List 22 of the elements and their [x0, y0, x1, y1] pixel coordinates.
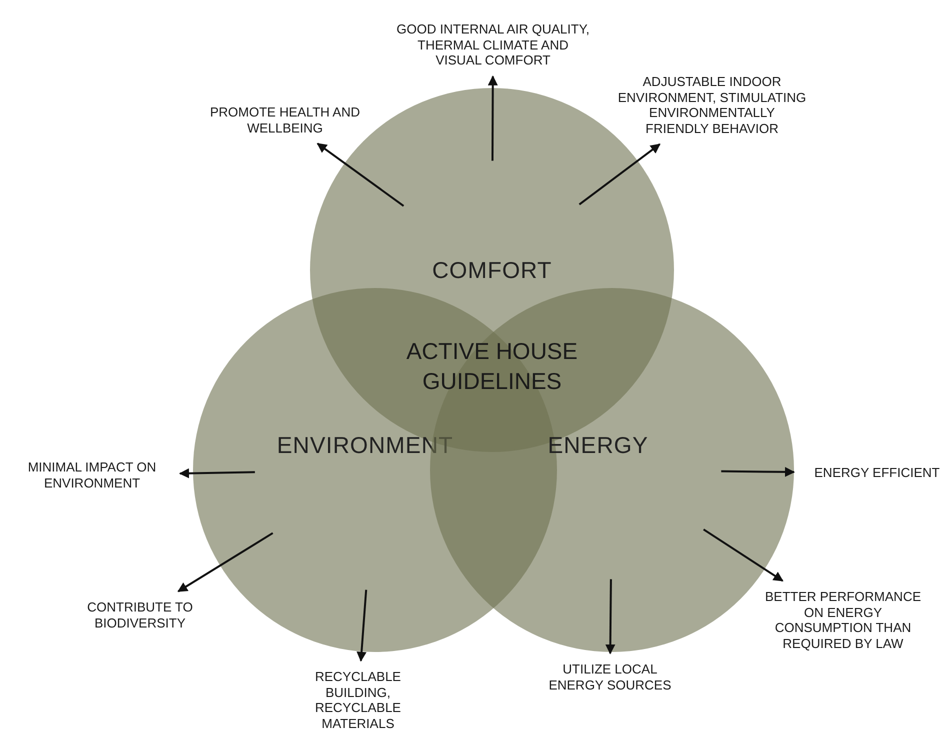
arrow — [578, 143, 661, 206]
guideline-label: PROMOTE HEALTH AND WELLBEING — [210, 104, 360, 136]
circle-label: COMFORT — [432, 256, 552, 285]
guideline-label: ADJUSTABLE INDOOR ENVIRONMENT, STIMULATING ENVIRONMENTALLY FRIENDLY BEHAVIOR — [617, 74, 807, 136]
arrow — [721, 466, 795, 477]
guideline-label: UTILIZE LOCAL ENERGY SOURCES — [535, 661, 685, 693]
arrow — [179, 468, 255, 478]
circle-label: ENERGY — [548, 430, 648, 460]
guideline-label: RECYCLABLE BUILDING, RECYCLABLE MATERIALS — [293, 668, 423, 732]
guideline-label: BETTER PERFORMANCE ON ENERGY CONSUMPTION THAN REQUIRED BY LAW — [763, 588, 923, 652]
guideline-label: GOOD INTERNAL AIR QUALITY, THERMAL CLIMATE AND VISUAL COMFORT — [393, 22, 593, 68]
guideline-label: ENERGY EFFICIENT — [802, 465, 951, 481]
arrow — [488, 75, 498, 161]
circle-label: ENVIRONMENT — [276, 430, 454, 460]
guideline-label: CONTRIBUTE TO BIODIVERSITY — [75, 599, 205, 631]
arrow — [177, 532, 274, 592]
arrow — [605, 579, 616, 654]
arrow — [703, 528, 784, 582]
guideline-label: MINIMAL IMPACT ON ENVIRONMENT — [12, 459, 172, 491]
arrow — [356, 590, 368, 662]
center-title: ACTIVE HOUSE GUIDELINES — [382, 337, 602, 397]
arrow — [316, 142, 404, 207]
